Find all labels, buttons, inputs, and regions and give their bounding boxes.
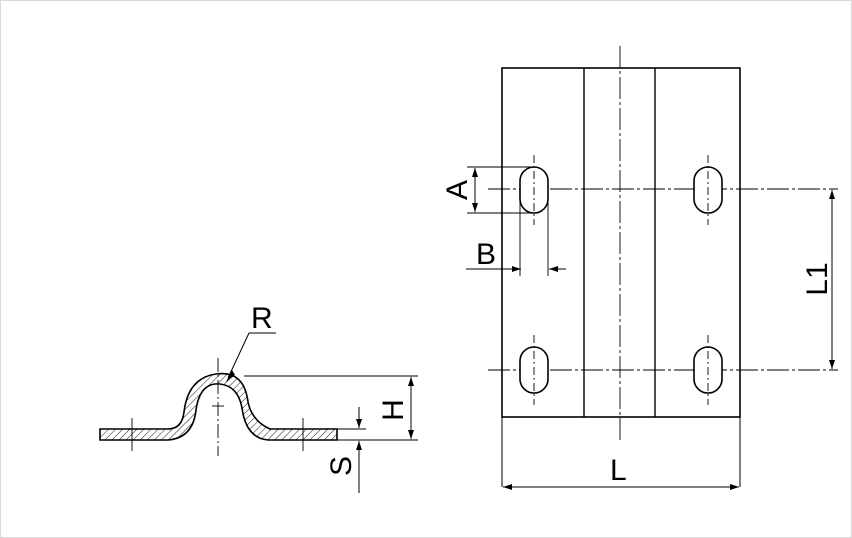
label-h: H bbox=[377, 399, 410, 421]
bracket-profile-section bbox=[99, 372, 338, 441]
label-r: R bbox=[251, 302, 273, 335]
plate-outline bbox=[501, 67, 741, 418]
label-s: S bbox=[325, 456, 358, 476]
label-l: L bbox=[610, 454, 627, 487]
front-view bbox=[466, 46, 838, 490]
label-a: A bbox=[441, 180, 474, 200]
label-l1: L1 bbox=[801, 262, 834, 295]
label-b: B bbox=[476, 238, 496, 271]
radius-leader bbox=[227, 332, 250, 379]
radius-arrowhead bbox=[226, 370, 235, 382]
side-section-view bbox=[99, 332, 418, 493]
